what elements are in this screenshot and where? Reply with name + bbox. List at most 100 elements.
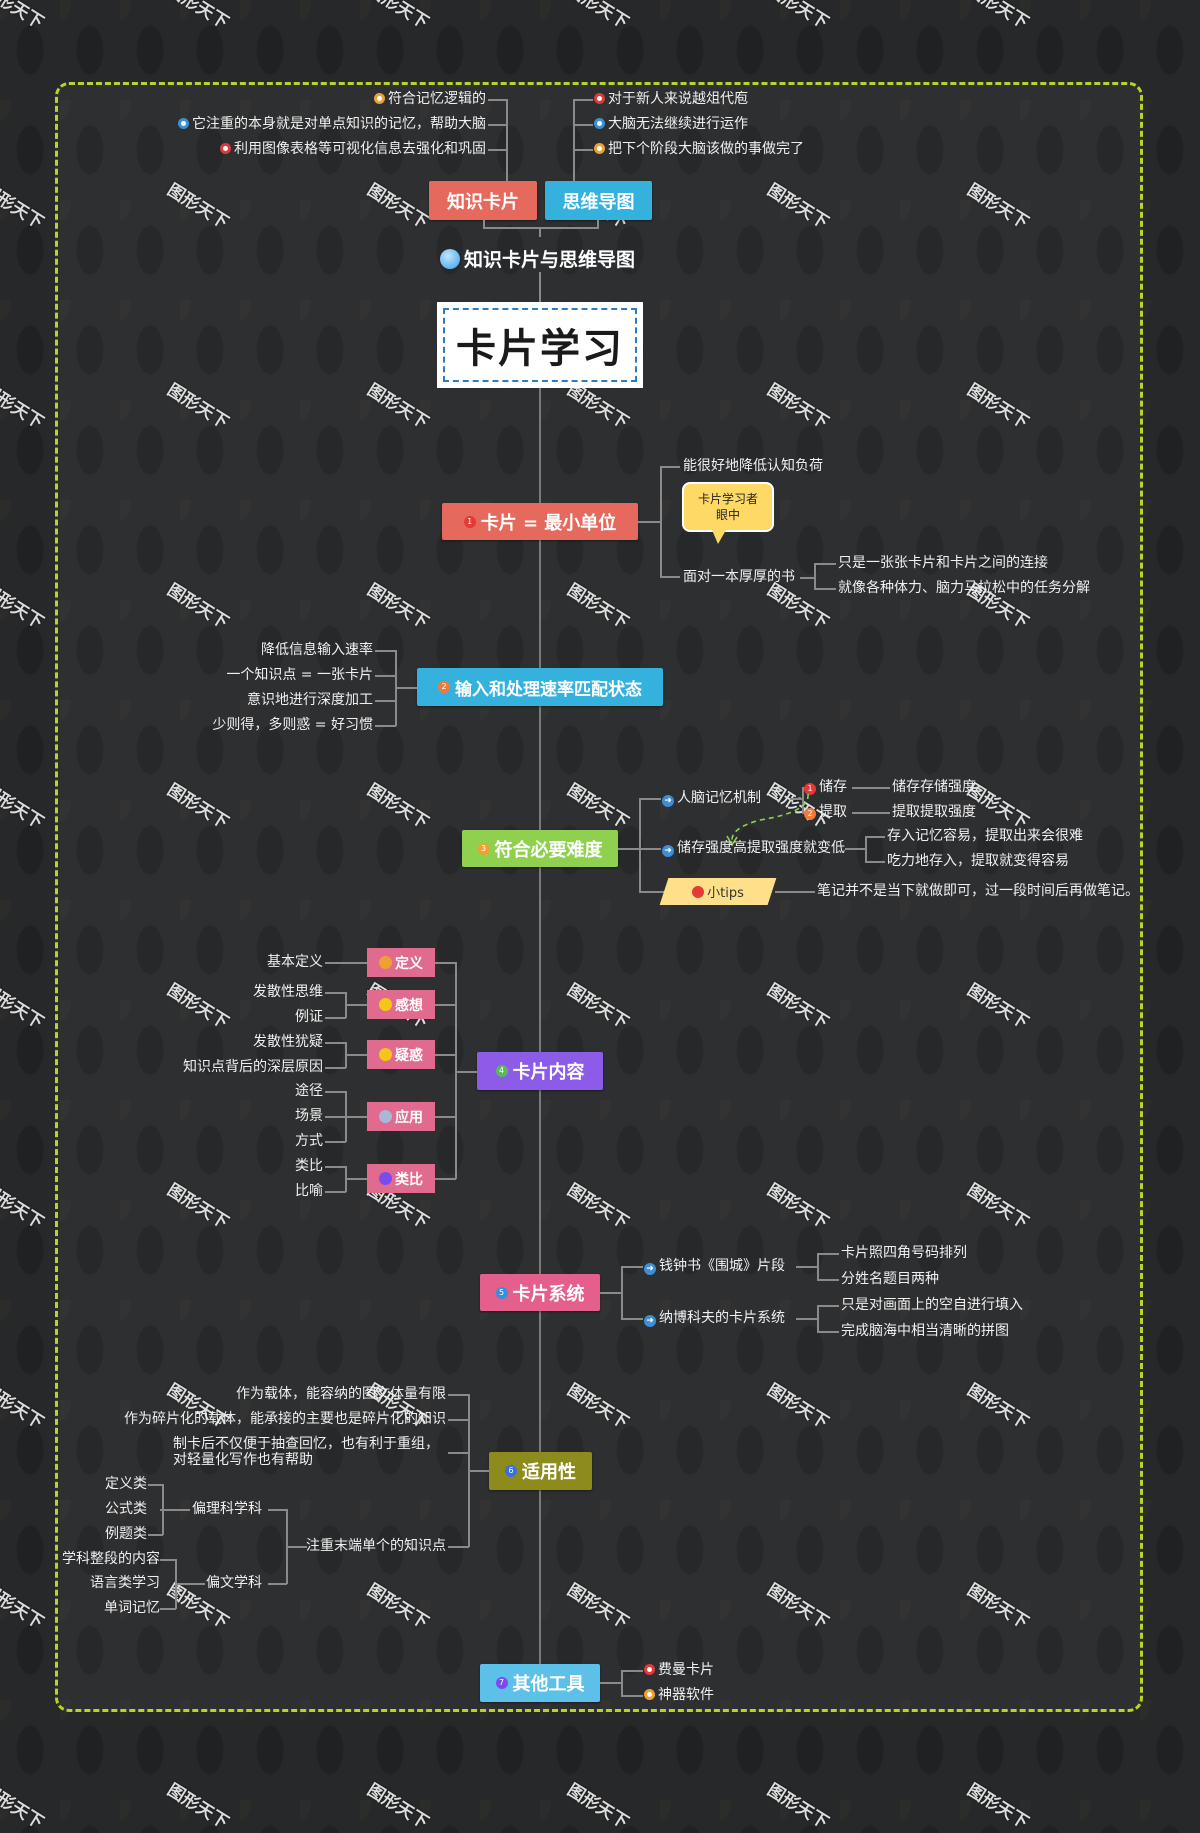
sub-thoughts[interactable]: 感想 [367, 990, 435, 1019]
topic-6-leaf: 语言类学习 [90, 1575, 160, 1591]
feynman-card-node[interactable]: 费曼卡片 [644, 1661, 714, 1679]
topic-4-leaf: 知识点背后的深层原因 [183, 1059, 323, 1075]
topic-2-leaf: 一个知识点 = 一张卡片 [226, 667, 373, 683]
topic-6-leaf: 学科整段的内容 [62, 1551, 160, 1567]
topic-4-leaf: 例证 [295, 1009, 323, 1025]
mind-map-node[interactable]: 思维导图 [545, 181, 652, 220]
watermark-text: 图形天下 [0, 1380, 47, 1434]
storage-strength-node[interactable]: ➜储存强度高提取强度就变低 [662, 839, 845, 857]
topic-5-leaf: 完成脑海中相当清晰的拼图 [841, 1323, 1009, 1339]
watermark-text: 图形天下 [563, 1780, 632, 1833]
science-node[interactable]: 偏理科学科 [192, 1501, 262, 1517]
kc-item-2: 它注重的本身就是对单点知识的记忆，帮助大脑 [178, 115, 486, 133]
topic-6-child: 作为碎片化的载体，能承接的主要也是碎片化的知识 [124, 1411, 446, 1427]
star-badge-icon [374, 93, 385, 104]
topic-1-child-2[interactable]: 面对一本厚厚的书 [683, 569, 795, 585]
watermark-text: 图形天下 [763, 0, 832, 34]
topic-6-leaf: 单词记忆 [104, 1600, 160, 1616]
central-title: 卡片学习 [456, 326, 624, 372]
watermark-text: 图形天下 [0, 1580, 47, 1634]
mm-item-3: 把下个阶段大脑该做的事做完了 [594, 140, 804, 158]
watermark-text: 图形天下 [763, 1780, 832, 1833]
heart-icon [644, 1664, 655, 1675]
confused-icon [379, 1048, 392, 1061]
tool-software-node[interactable]: 神器软件 [644, 1686, 714, 1704]
watermark-text: 图形天下 [563, 0, 632, 34]
sub-doubts[interactable]: 疑惑 [367, 1040, 435, 1069]
mm-item-1: 对于新人来说越俎代庖 [594, 90, 748, 108]
topic-4-leaf: 场景 [295, 1108, 323, 1124]
watermark-text: 图形天下 [363, 0, 432, 34]
number-badge-icon: 2 [804, 808, 816, 820]
smile-icon [379, 998, 392, 1011]
arrow-right-icon: ➜ [662, 795, 674, 807]
watermark-text: 图形天下 [0, 580, 47, 634]
watermark-text: 图形天下 [363, 1780, 432, 1833]
arrow-right-icon: ➜ [662, 845, 674, 857]
sub-application[interactable]: 应用 [367, 1102, 435, 1131]
watermark-text: 图形天下 [963, 1780, 1032, 1833]
topic-6-leaf: 定义类 [105, 1476, 147, 1492]
magnifier-icon [440, 249, 460, 269]
topic-6-child: 注重末端单个的知识点 [306, 1538, 446, 1554]
topic-1-leaf: 就像各种体力、脑力马拉松中的任务分解 [838, 580, 1090, 596]
humanities-node[interactable]: 偏文学科 [206, 1575, 262, 1591]
mm-item-2: 大脑无法继续进行运作 [594, 115, 748, 133]
main-spine [539, 388, 541, 1668]
sub-analogy[interactable]: 类比 [367, 1164, 435, 1193]
arrow-right-icon: ➜ [644, 1263, 656, 1275]
watermark-text: 图形天下 [0, 1180, 47, 1234]
star-badge-icon [594, 93, 605, 104]
topic-6-leaf: 公式类 [105, 1501, 147, 1517]
topic-5-leaf: 只是对画面上的空自进行填入 [841, 1297, 1023, 1313]
topic-4-leaf: 途径 [295, 1083, 323, 1099]
number-badge-icon: 6 [505, 1465, 517, 1477]
watermark-text: 图形天下 [0, 180, 47, 234]
arrow-right-icon: ➜ [644, 1315, 656, 1327]
topic-6-child: 制卡后不仅便于抽查回忆，也有利于重组，对轻量化写作也有帮助 [173, 1436, 439, 1468]
kc-item-1: 符合记忆逻辑的 [374, 90, 486, 108]
gamepad-icon [379, 1110, 392, 1123]
topic-2-leaf: 降低信息输入速率 [261, 642, 373, 658]
qian-zhongshu-node[interactable]: ➜钱钟书《围城》片段 [644, 1257, 785, 1275]
topic-4-leaf: 比喻 [295, 1183, 323, 1199]
number-badge-icon: 5 [495, 1286, 508, 1299]
topic-1-child-1[interactable]: 能很好地降低认知负荷 [683, 458, 823, 474]
exclamation-icon [644, 1689, 655, 1700]
relationship-arrow [726, 793, 809, 847]
topic-4-leaf: 类比 [295, 1158, 323, 1174]
number-badge-icon: 2 [438, 681, 450, 693]
star-badge-icon [594, 118, 605, 129]
knowledge-card-node[interactable]: 知识卡片 [429, 181, 537, 220]
subtitle-node[interactable]: 知识卡片与思维导图 [440, 245, 635, 272]
nabokov-node[interactable]: ➜纳博科夫的卡片系统 [644, 1309, 785, 1327]
topic-2-leaf: 意识地进行深度加工 [247, 692, 373, 708]
topic-2-leaf: 少则得，多则惑 = 好习惯 [212, 717, 373, 733]
star-badge-icon [178, 118, 189, 129]
kc-item-3: 利用图像表格等可视化信息去强化和巩固 [220, 140, 486, 158]
sub-definition[interactable]: 定义 [367, 948, 435, 977]
number-badge-icon: 7 [495, 1677, 508, 1689]
memory-mechanism-node[interactable]: ➜人脑记忆机制 [662, 789, 761, 807]
topic-4-leaf: 发散性犹疑 [253, 1034, 323, 1050]
number-badge-icon: 4 [495, 1065, 508, 1077]
central-topic[interactable]: 卡片学习 [437, 302, 643, 388]
watermark-text: 图形天下 [963, 0, 1032, 34]
purple-circle-icon [379, 1172, 392, 1185]
star-badge-icon [594, 143, 605, 154]
mindmap-frame [55, 82, 1143, 1712]
callout-bubble[interactable]: 卡片学习者眼中 [682, 482, 774, 544]
watermark-text: 图形天下 [0, 0, 47, 34]
watermark-text: 图形天下 [0, 980, 47, 1034]
topic-3-leaf: 笔记并不是当下就做即可，过一段时间后再做笔记。 [817, 883, 1139, 899]
tips-label: 小tips [664, 878, 772, 905]
